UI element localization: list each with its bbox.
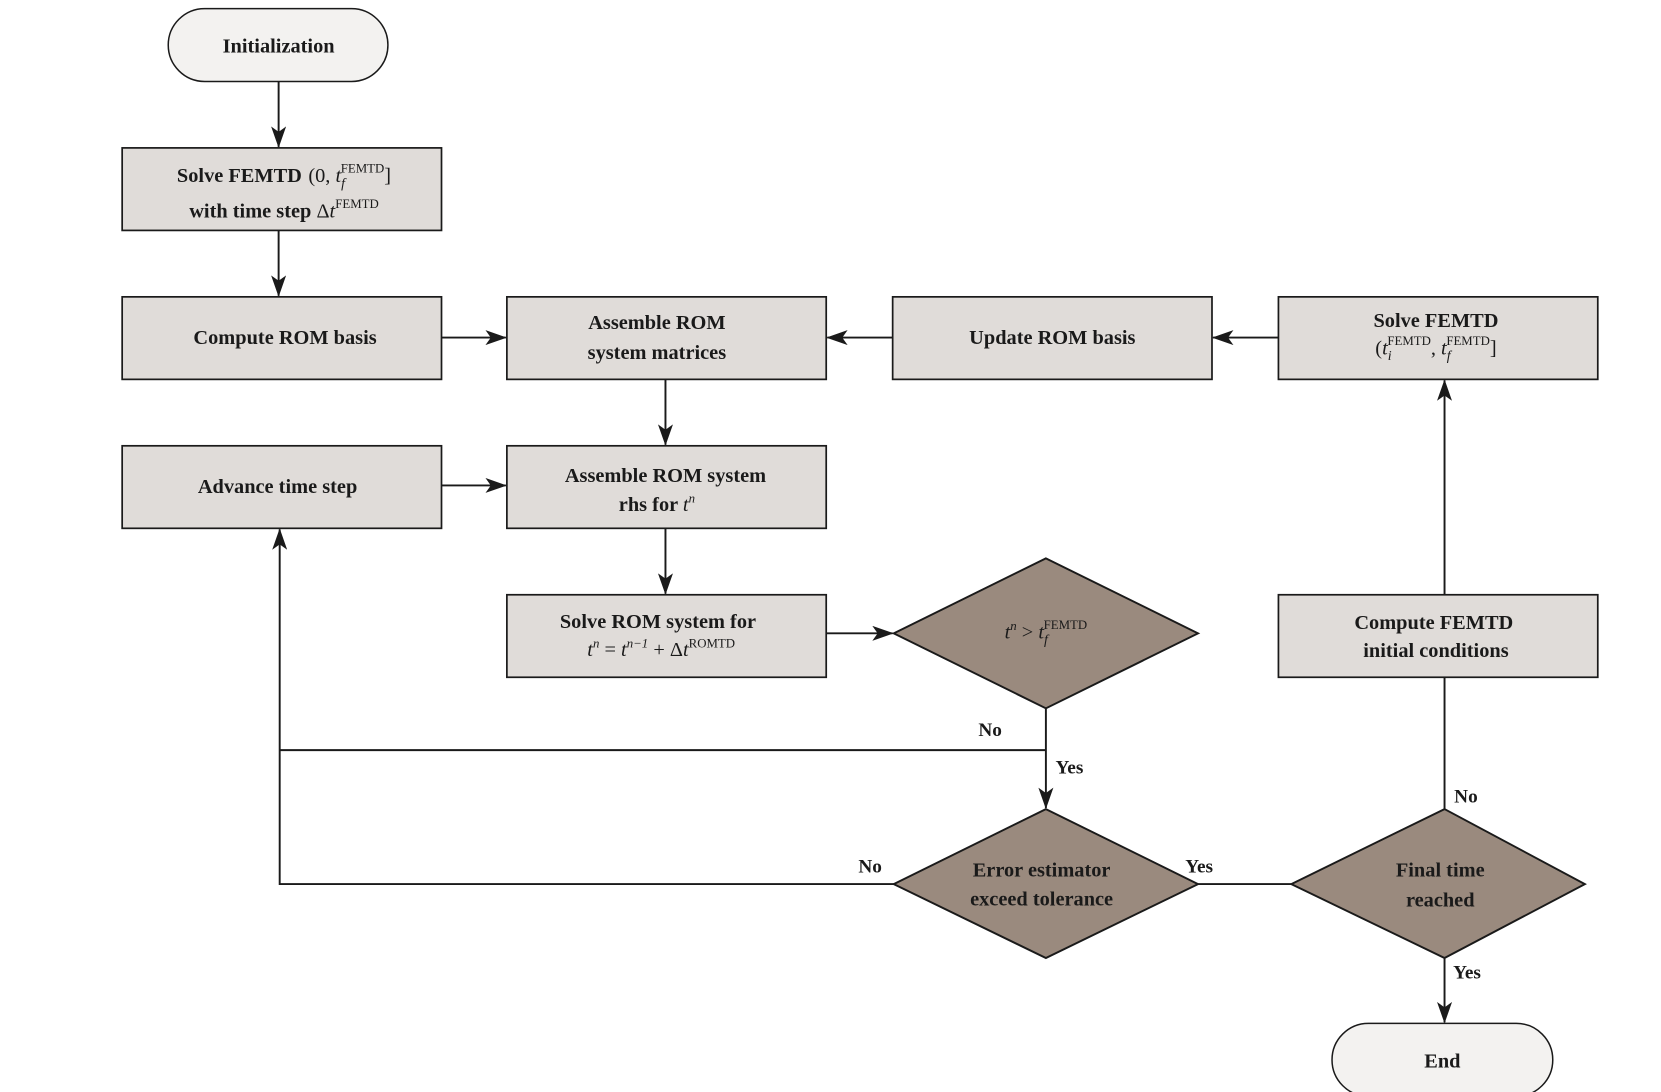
decision-error-estimator: Error estimator exceed tolerance (891, 808, 1201, 960)
node-assemble-rhs: Assemble ROM system rhs for tn (506, 444, 828, 530)
solve-full-line1: Solve FEMTD(0, tfFEMTD] (177, 162, 391, 192)
node-solve-femtd-partial: Solve FEMTD (tiFEMTD, tfFEMTD] (1277, 295, 1599, 381)
decision-final-line2: reached (1406, 890, 1475, 912)
edges (271, 81, 1453, 1024)
decision-final-line1: Final time (1396, 860, 1485, 882)
assemble-mat-line2: system matrices (588, 342, 727, 364)
assemble-rhs-line2: rhs for tn (619, 492, 695, 517)
solve-partial-interval: (tiFEMTD, tfFEMTD] (1375, 334, 1496, 364)
update-basis-label: Update ROM basis (969, 327, 1135, 349)
decision-time-exceeded: tn > tfFEMTD (891, 557, 1201, 710)
label-final-no: No (1454, 787, 1478, 808)
decision-error-line2: exceed tolerance (970, 889, 1113, 911)
solve-rom-line1: Solve ROM system for (560, 611, 756, 633)
label-time-yes: Yes (1056, 758, 1084, 779)
label-final-yes: Yes (1453, 962, 1481, 983)
solve-partial-title: Solve FEMTD (1373, 310, 1498, 332)
assemble-mat-line1: Assemble ROM (588, 312, 725, 334)
initialization-label: Initialization (223, 36, 336, 58)
label-error-no: No (858, 856, 882, 877)
node-end: End (1331, 1022, 1554, 1092)
node-solve-femtd-full: Solve FEMTD(0, tfFEMTD] with time step Δ… (121, 147, 443, 232)
label-time-no: No (978, 720, 1002, 741)
solve-full-line2: with time step ΔtFEMTD (189, 197, 379, 223)
solve-rom-equation: tn = tn−1 + ΔtROMTD (587, 636, 735, 661)
compute-basis-label: Compute ROM basis (193, 327, 376, 349)
assemble-rhs-line1: Assemble ROM system (565, 465, 766, 487)
decision-final-time: Final time reached (1289, 807, 1587, 960)
node-update-rom-basis: Update ROM basis (891, 295, 1213, 381)
label-error-yes: Yes (1185, 856, 1213, 877)
decision-error-line1: Error estimator (973, 860, 1111, 882)
node-initialization: Initialization (167, 7, 389, 83)
node-solve-rom: Solve ROM system for tn = tn−1 + ΔtROMTD (506, 593, 828, 679)
node-compute-initial-conditions: Compute FEMTD initial conditions (1277, 593, 1599, 679)
compute-ic-line2: initial conditions (1363, 640, 1508, 662)
node-compute-rom-basis: Compute ROM basis (121, 295, 443, 381)
edge-decision-error-no (272, 528, 894, 886)
advance-label: Advance time step (198, 476, 357, 498)
compute-ic-line1: Compute FEMTD (1354, 612, 1513, 634)
node-advance-time-step: Advance time step (121, 444, 443, 530)
end-label: End (1424, 1050, 1461, 1072)
node-assemble-matrices: Assemble ROM system matrices (506, 295, 828, 381)
decision-time-label: tn > tfFEMTD (1005, 618, 1088, 648)
